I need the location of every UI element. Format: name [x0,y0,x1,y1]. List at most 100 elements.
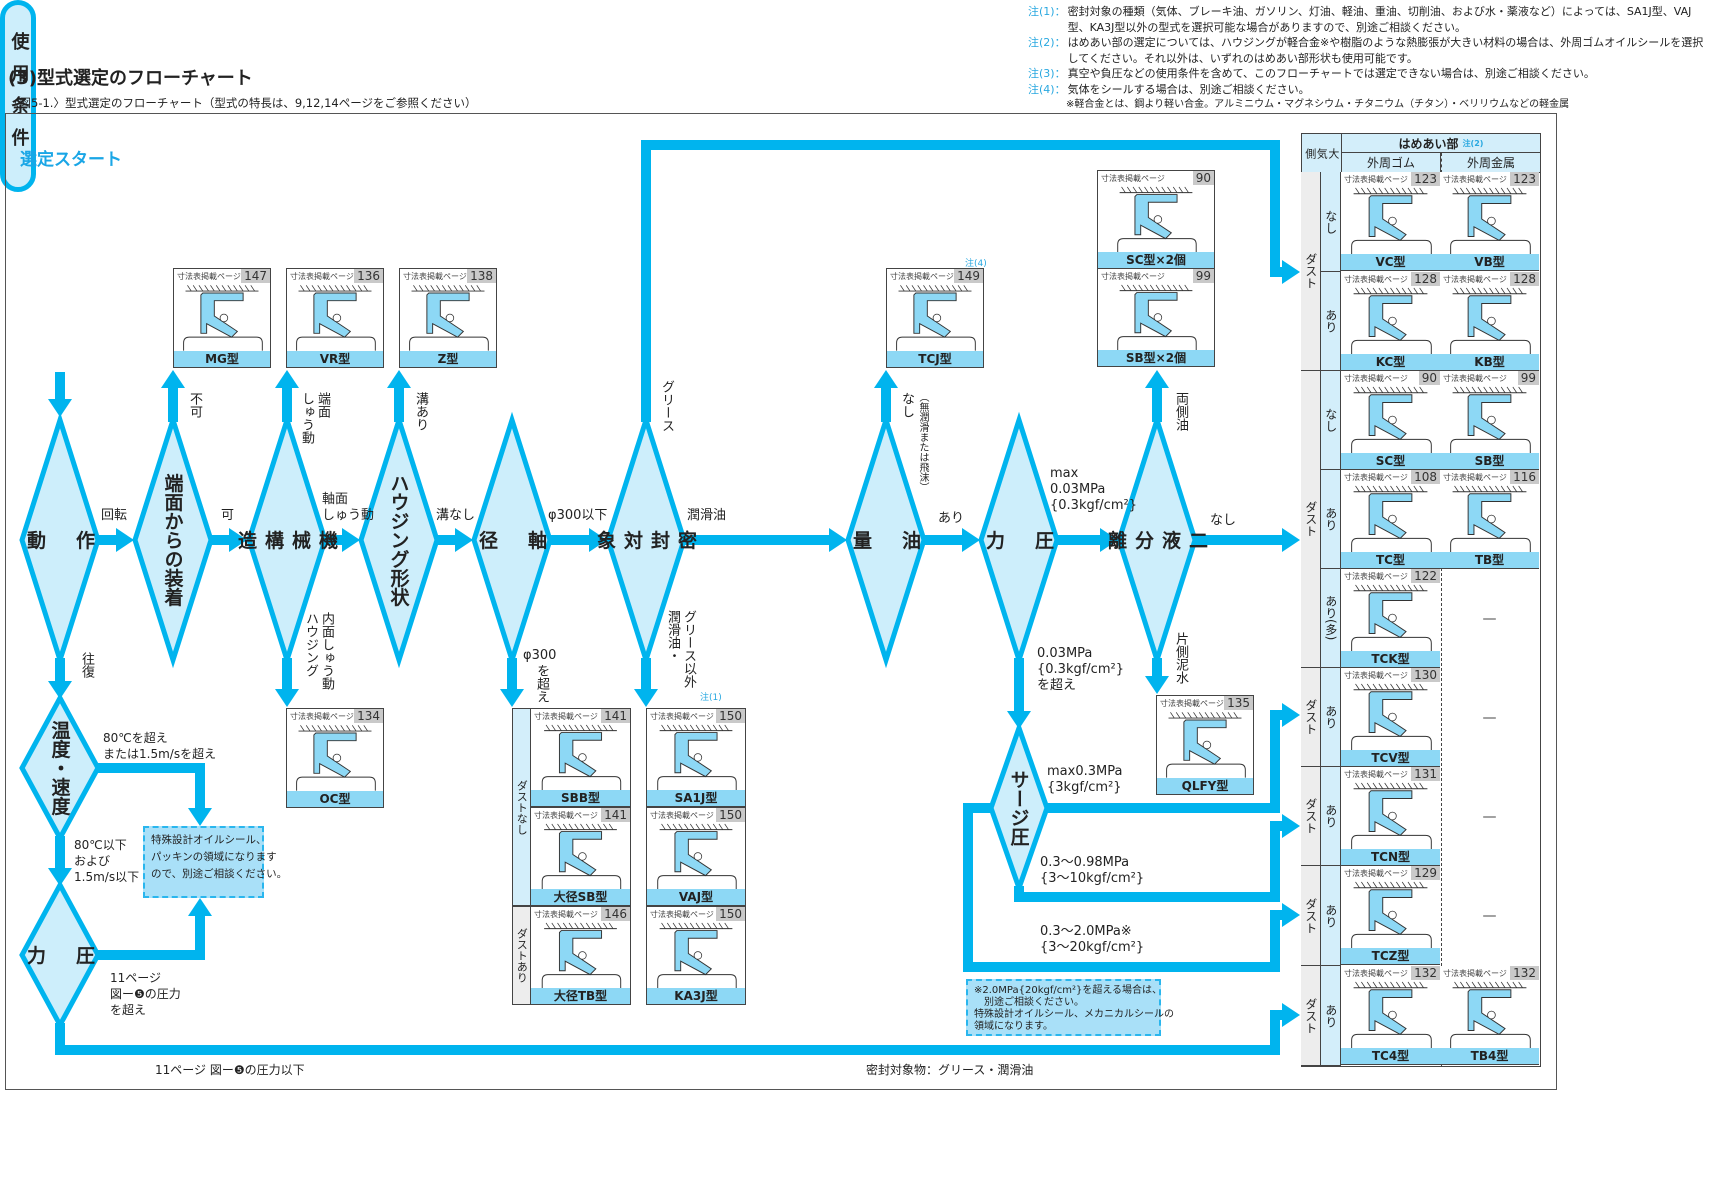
row-group-label: ダスト [1303,253,1318,289]
label-both-oil: 両側油 [1173,392,1188,431]
seal-cross-section-icon [1117,186,1197,252]
note-4: 注(4)：気体をシールする場合は、別途ご相談ください。 [1028,82,1713,98]
card-image [1341,682,1440,750]
arrowhead-temp-high [188,808,212,826]
arrowhead-end-mount-possible [229,528,247,552]
seal-cross-section-icon [1351,782,1432,849]
page-label: 寸法表掲載ページ [1443,274,1507,284]
note-text: 密封対象の種類（気体、ブレーキ油、ガソリン、灯油、軽油、重油、切削油、および水・… [1067,5,1692,34]
seal-cross-section-icon [409,285,489,351]
row-label-yes: あり [1321,966,1341,1066]
label-possible: 可 [221,508,235,523]
decision-sealed-medium: 密 封 対 象 [594,530,697,550]
model-name: TB型 [1440,552,1539,568]
arrowhead-sealed-grease [1282,260,1300,284]
notes: 注(1)：密封対象の種類（気体、ブレーキ油、ガソリン、灯油、軽油、重油、切削油、… [1028,4,1713,113]
header-atmosphere-side: 大 気 側 [1302,134,1342,173]
diamond-pressure-left [19,879,101,1031]
diamond-pressure [978,411,1060,669]
model-name: SB型×2個 [1098,350,1214,366]
page-number: 123 [1411,172,1440,186]
page-label: 寸法表掲載ページ [534,909,598,919]
arrowhead-shaft-le-300 [589,528,607,552]
model-name: VB型 [1440,254,1539,270]
row-label-yes: あり [1321,272,1341,371]
decision-end-mount: 端面からの装着 [161,473,184,607]
card-image [400,283,496,351]
model-name: SC型 [1341,453,1440,469]
note-1: 注(1)：密封対象の種類（気体、ブレーキ油、ガソリン、灯油、軽油、重油、切削油、… [1028,4,1713,35]
page-label: 寸法表掲載ページ [1344,670,1408,680]
label-housing-slide: 内面しゅう動 ハウジング [303,612,334,690]
page-number: 90 [1192,171,1214,185]
seal-cross-section-icon [657,823,737,889]
row-label-text: あり [1323,309,1338,333]
empty-cell: — [1482,907,1497,924]
card-image [1157,710,1253,778]
page-label: 寸法表掲載ページ [1344,274,1408,284]
row-label-yes: あり [1321,470,1341,569]
page-label: 寸法表掲載ページ [1101,271,1165,281]
seal-cross-section-icon [1351,981,1432,1048]
seal-cross-section-icon [1351,287,1432,354]
start-label: 選定スタート [20,150,122,170]
arrowhead-two-liquid-none [1282,528,1300,552]
seal-cross-section-icon [1117,284,1197,350]
model-name: TCK型 [1341,651,1440,667]
arrowhead-two-liquid-mud [1145,676,1169,694]
seal-cross-section-icon [1450,981,1531,1048]
model-name: 大径TB型 [531,988,630,1004]
page-number: 132 [1411,966,1440,980]
label-temp-high: 80℃を超え または1.5m/sを超え [103,731,217,761]
page-label: 寸法表掲載ページ [1443,174,1507,184]
header-fit-text: はめあい部 [1398,136,1459,151]
note-label: 注(1)： [1028,5,1066,18]
arrowhead-start-to-operation [48,399,72,417]
side-label-no-dust: ダストなし [512,708,531,906]
label-pressure-over: 11ページ 図ー❺の圧力 を超え [110,971,181,1017]
light-alloy-footnote: ※軽合金とは、鋼より軽い合金。アルミニウム・マグネシウム・チタニウム（チタン）・… [1066,99,1570,110]
card-image [1341,880,1440,948]
row-label-text: あり [1323,1003,1338,1028]
arrowhead-mechanism-end-face [275,370,299,388]
seal-cross-section-icon [1351,485,1432,552]
model-name: TB4型 [1440,1048,1539,1064]
row-label-text: あり [1323,903,1338,928]
card-image [531,723,630,790]
